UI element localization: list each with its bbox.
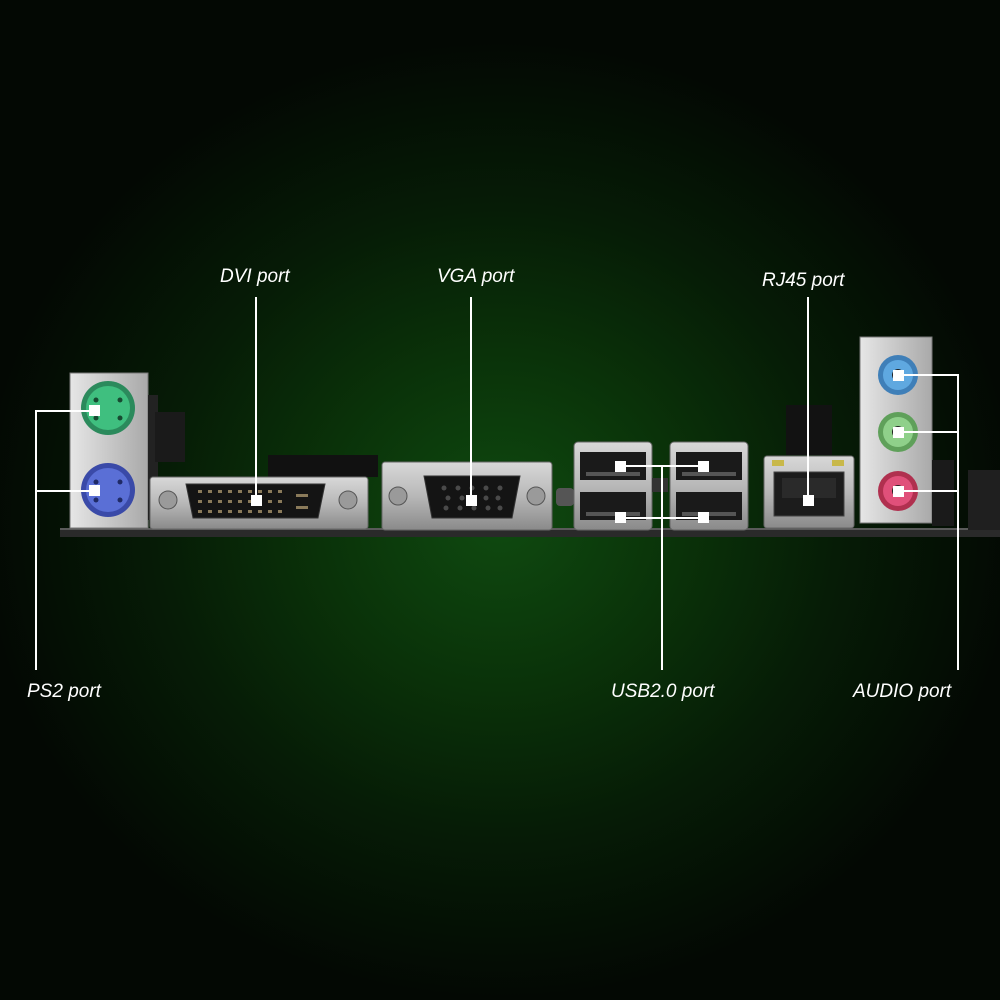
rj45-port-label: RJ45 port xyxy=(762,270,845,291)
callout-lines xyxy=(35,297,959,670)
audio-port-label: AUDIO port xyxy=(853,681,952,702)
usb-port-label: USB2.0 port xyxy=(611,681,715,702)
audio-connectors xyxy=(859,336,1000,530)
callout-markers xyxy=(89,370,904,523)
ps2-connector xyxy=(69,372,158,529)
vga-port-label: VGA port xyxy=(437,266,515,287)
ps2-port-label: PS2 port xyxy=(27,681,101,702)
usb-connectors xyxy=(573,441,749,531)
pcb-edge xyxy=(60,528,1000,537)
vga-connector xyxy=(381,461,574,531)
dvi-port-label: DVI port xyxy=(220,266,290,287)
